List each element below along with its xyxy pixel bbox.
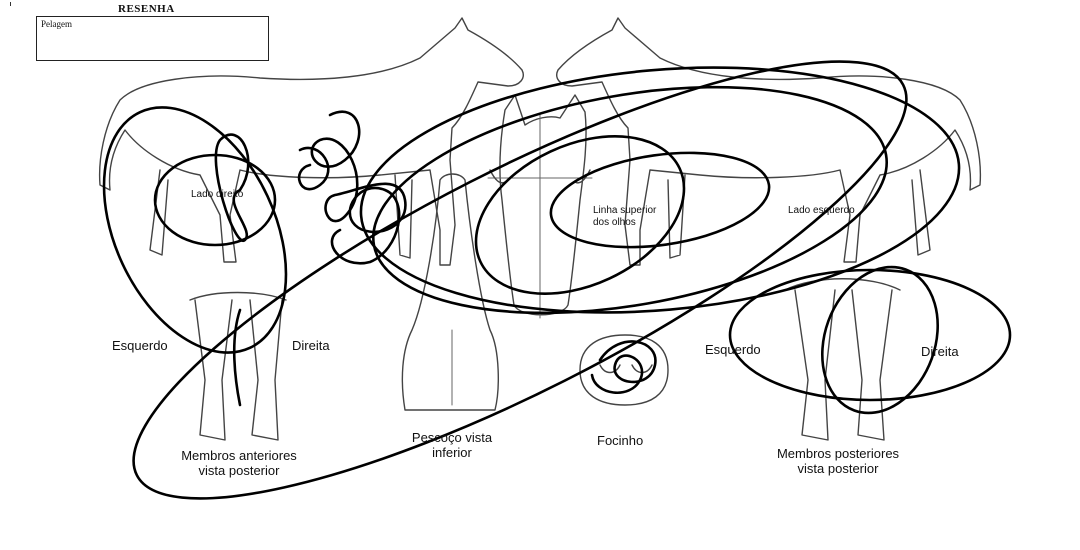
label-lado-direito: Lado direito	[191, 189, 244, 200]
horse-left-side-drawing	[556, 17, 982, 266]
label-anteriores-esquerdo: Esquerdo	[112, 338, 168, 353]
label-membros-anteriores: Membros anteriores vista posterior	[181, 448, 297, 478]
label-posteriores-direita: Direita	[921, 344, 959, 359]
label-pescoco-vista-inferior: Pescoço vista inferior	[411, 430, 493, 460]
label-anteriores-direita: Direita	[292, 338, 330, 353]
label-posteriores-esquerdo: Esquerdo	[705, 342, 761, 357]
label-membros-posteriores: Membros posteriores vista posterior	[776, 446, 900, 476]
horse-right-side-drawing	[98, 17, 524, 266]
form-title: RESENHA	[118, 3, 175, 15]
pelagem-field[interactable]: Pelagem	[36, 16, 269, 61]
neck-inferior-drawing	[401, 173, 499, 411]
scribble-marks	[102, 60, 1012, 500]
corner-mark	[10, 2, 11, 6]
label-lado-esquerdo: Lado esquerdo	[788, 205, 855, 216]
pelagem-label: Pelagem	[41, 19, 72, 29]
label-linha-superior-olhos: Linha superior dos olhos	[593, 205, 657, 228]
label-focinho: Focinho	[597, 433, 644, 448]
hind-limbs-drawing	[784, 278, 901, 441]
